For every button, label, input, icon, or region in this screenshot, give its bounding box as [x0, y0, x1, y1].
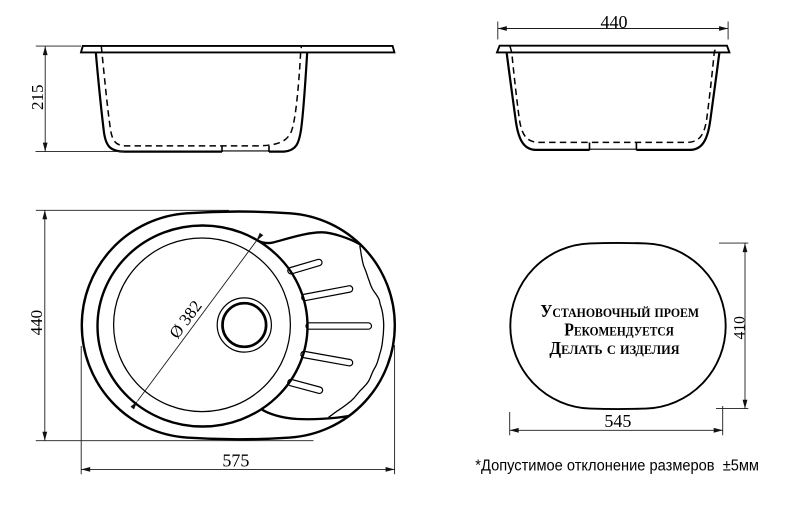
- svg-text:440: 440: [601, 12, 628, 32]
- svg-text:Установочный проем: Установочный проем: [540, 301, 699, 321]
- svg-text:Рекомендуется: Рекомендуется: [564, 320, 674, 340]
- svg-text:440: 440: [27, 310, 46, 336]
- svg-text:575: 575: [222, 451, 249, 471]
- svg-text:215: 215: [28, 84, 47, 110]
- svg-text:Делать с изделия: Делать с изделия: [549, 338, 680, 358]
- svg-text:410: 410: [731, 316, 748, 340]
- svg-text:545: 545: [604, 411, 631, 431]
- svg-text:*Допустимое отклонение размеро: *Допустимое отклонение размеров ±5мм: [475, 458, 759, 475]
